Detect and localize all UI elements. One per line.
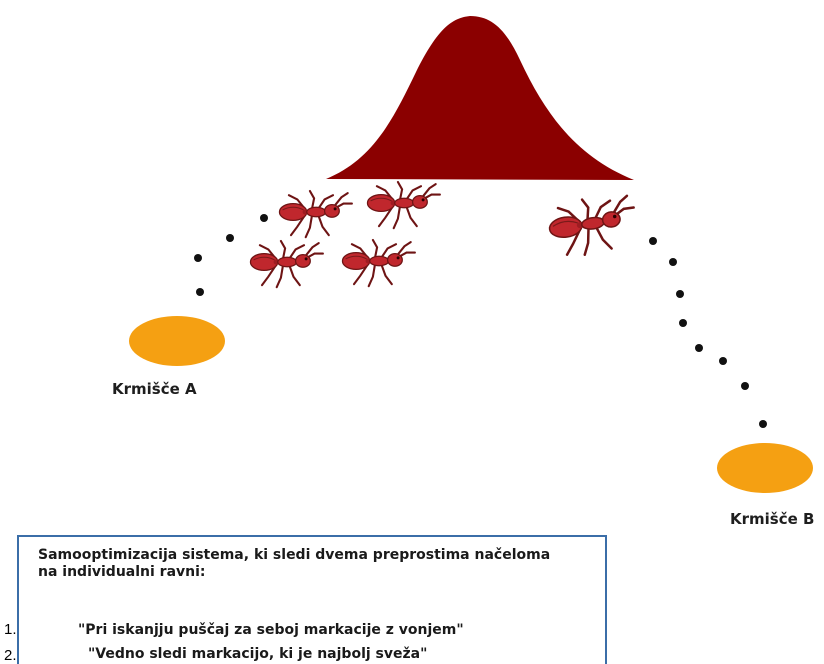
ant: [250, 241, 322, 287]
food-source-a-label: Krmišče A: [112, 380, 197, 398]
ant: [279, 191, 351, 237]
rules-box-title: Samooptimizacija sistema, ki sledi dvema…: [38, 547, 558, 581]
ant: [367, 182, 439, 228]
food-source-a: [129, 316, 225, 366]
rule-number: 1.: [4, 621, 17, 638]
ant: [546, 193, 639, 259]
rule-number: 2.: [4, 647, 17, 664]
nest-mound: [326, 16, 634, 180]
pheromone-trail-right: [649, 237, 767, 428]
food-source-b: [717, 443, 813, 493]
ant: [342, 240, 414, 286]
food-source-b-label: Krmišče B: [730, 510, 814, 528]
rule-text: "Vedno sledi markacijo, ki je najbolj sv…: [88, 646, 427, 662]
rule-text: "Pri iskanjju puščaj za seboj markacije …: [78, 622, 464, 638]
